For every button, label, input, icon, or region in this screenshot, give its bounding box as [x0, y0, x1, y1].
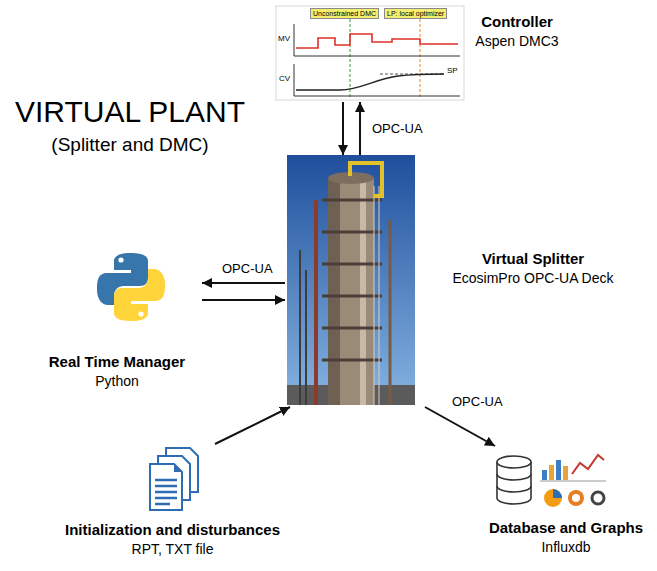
python-logo-part — [118, 257, 123, 262]
python-logo-part — [114, 269, 165, 321]
splitter-photo-part — [374, 186, 375, 405]
splitter-node: Virtual SplitterEcosimPro OPC-UA Deck — [285, 155, 647, 407]
splitter-photo-part — [322, 263, 382, 266]
splitter-photo — [287, 155, 415, 405]
protocol-label: OPC-UA — [220, 261, 275, 276]
diagram-title: VIRTUAL PLANT — [14, 95, 246, 129]
splitter-photo-part — [328, 178, 374, 405]
data-link-arrow — [359, 102, 361, 155]
splitter-photo-part — [328, 178, 340, 405]
dmc-chart-part — [296, 34, 458, 48]
component-detail: Python — [32, 372, 202, 391]
diagram-subtitle: (Splitter and DMC) — [14, 133, 246, 157]
splitter-photo-part — [314, 200, 318, 405]
dmc-chart-part — [276, 6, 464, 100]
charts-icon-part — [544, 489, 562, 507]
database-icon-part — [497, 456, 531, 468]
splitter-photo-part — [350, 163, 382, 196]
data-link-arrow — [425, 407, 495, 446]
charts-icon-part — [556, 460, 561, 480]
chart-tag: Unconstrained DMC — [310, 8, 379, 19]
data-link-arrow — [342, 102, 344, 155]
component-name: Initialization and disturbances — [25, 520, 320, 540]
python-logo-part-part — [114, 269, 165, 321]
charts-icon-part — [553, 489, 562, 498]
database-node: Database and GraphsInfluxdb — [480, 446, 652, 562]
component-detail: EcosimPro OPC-UA Deck — [422, 269, 644, 288]
protocol-label: OPC-UA — [370, 121, 425, 136]
dmc-chart-part — [420, 19, 421, 98]
splitter-photo-part — [389, 220, 392, 405]
dmc-chart-part — [294, 96, 460, 97]
splitter-photo-part — [322, 231, 382, 234]
dmc-chart-part — [350, 19, 351, 98]
database-icon-part — [497, 474, 531, 492]
files-icon-part — [150, 464, 182, 510]
component-name: Virtual Splitter — [422, 249, 644, 269]
component-name: Controller — [462, 12, 572, 32]
splitter-photo-part — [360, 178, 366, 405]
data-link-arrow — [202, 299, 285, 301]
data-link-arrow — [202, 282, 285, 284]
splitter-photo-part — [287, 155, 415, 405]
data-link-arrow — [215, 407, 290, 444]
charts-icon-part — [542, 470, 547, 480]
python-logo — [97, 253, 165, 321]
charts-icon-part — [592, 492, 604, 504]
charts-icon — [540, 455, 606, 507]
component-detail: RPT, TXT file — [25, 540, 320, 559]
component-name: Real Time Manager — [32, 352, 202, 372]
component-detail: Aspen DMC3 — [462, 32, 572, 51]
component-detail: Influxdb — [480, 538, 652, 557]
splitter-photo-part — [322, 295, 382, 298]
splitter-photo-part — [322, 327, 382, 330]
dmc-chart-part — [296, 74, 444, 90]
files-icon-part — [174, 464, 182, 472]
splitter-photo-part — [300, 250, 306, 405]
charts-icon-part — [568, 490, 584, 506]
component-name: Database and Graphs — [480, 518, 652, 538]
axis-label: MV — [278, 34, 290, 44]
python-logo-part-part — [138, 311, 143, 316]
files-icon-part — [155, 480, 177, 504]
splitter-photo-part — [379, 186, 380, 405]
dmc-chart-part — [294, 24, 295, 56]
database-icon — [497, 456, 531, 504]
charts-icon-part — [572, 494, 580, 502]
charts-icon-part — [572, 455, 604, 474]
manager-node: Real Time ManagerPython — [32, 248, 202, 398]
files-node: Initialization and disturbancesRPT, TXT … — [25, 444, 320, 564]
splitter-photo-part — [322, 199, 382, 202]
dmc-chart-part — [294, 56, 460, 57]
chart-tag: LP: local optimizer — [384, 8, 447, 19]
axis-label: CV — [279, 74, 290, 84]
splitter-photo-part — [322, 359, 382, 362]
protocol-label: OPC-UA — [450, 394, 505, 409]
charts-icon-part — [540, 481, 606, 482]
axis-label: SP — [447, 66, 458, 76]
files-icon — [150, 448, 198, 510]
charts-icon-part — [563, 466, 568, 480]
dmc-chart — [276, 6, 464, 100]
charts-icon-part — [549, 465, 554, 480]
dmc-chart-part — [294, 64, 295, 96]
